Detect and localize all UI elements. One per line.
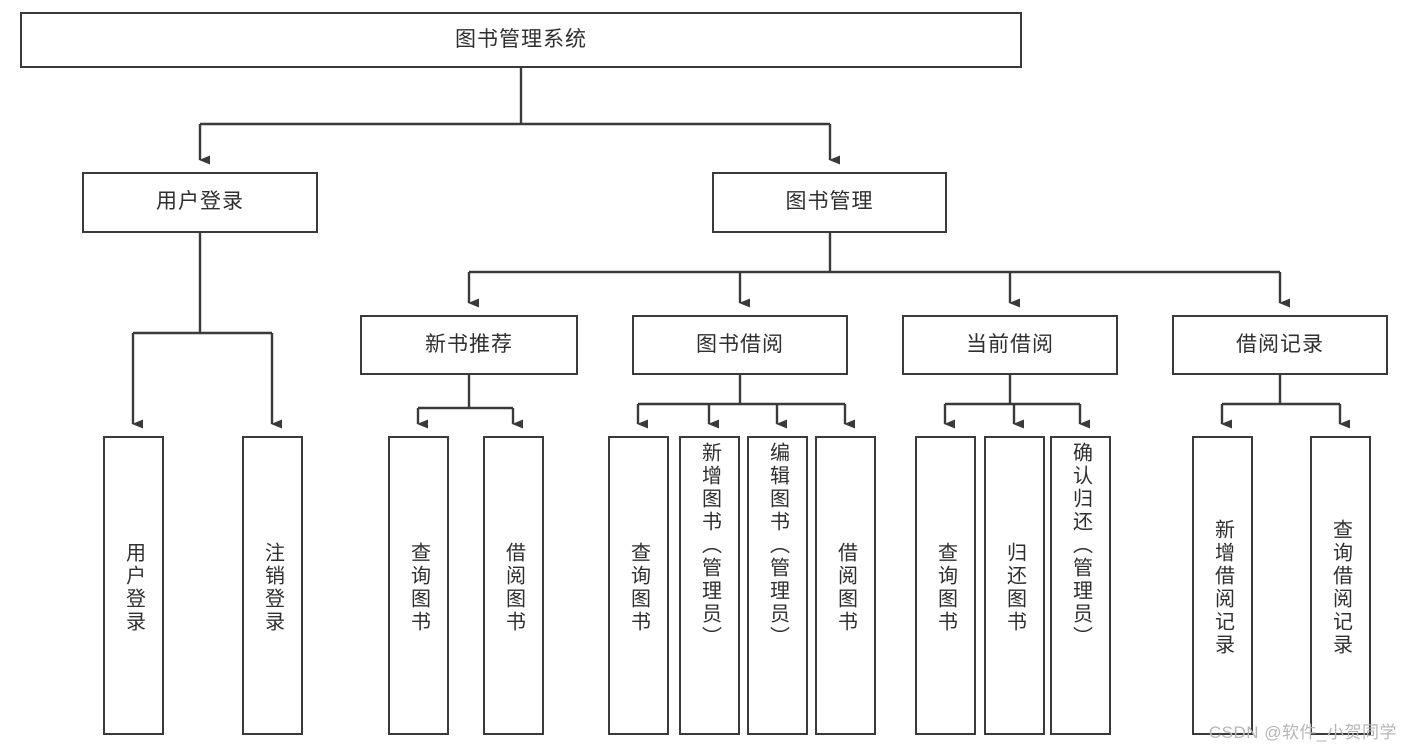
node-book-manage-label: 图书管理 <box>785 190 874 214</box>
node-leaf-user-login[interactable]: 用户登录 <box>103 436 164 735</box>
csdn-watermark: CSDN @软件_小贺同学 <box>1208 723 1397 742</box>
node-book-borrow-label: 图书借阅 <box>696 332 784 356</box>
node-leaf-cur-confirm-label: 确认归还（管理员） <box>1069 442 1092 649</box>
node-leaf-borrow-edit[interactable]: 编辑图书（管理员） <box>747 436 808 735</box>
node-leaf-rec-add[interactable]: 新增借阅记录 <box>1192 436 1253 735</box>
node-leaf-rec-borrow[interactable]: 借阅图书 <box>483 436 544 735</box>
node-current-borrow[interactable]: 当前借阅 <box>902 315 1118 375</box>
node-leaf-borrow-query[interactable]: 查询图书 <box>608 436 669 735</box>
node-root[interactable]: 图书管理系统 <box>20 12 1022 68</box>
node-user-login[interactable]: 用户登录 <box>82 172 318 233</box>
node-leaf-borrow-do-label: 借阅图书 <box>834 541 857 634</box>
node-book-manage[interactable]: 图书管理 <box>712 172 947 233</box>
node-book-borrow[interactable]: 图书借阅 <box>632 315 848 375</box>
node-leaf-cur-query-label: 查询图书 <box>934 541 957 634</box>
node-leaf-borrow-query-label: 查询图书 <box>627 541 650 634</box>
node-new-book-rec-label: 新书推荐 <box>425 332 513 356</box>
node-leaf-rec-borrow-label: 借阅图书 <box>502 541 525 634</box>
node-user-login-label: 用户登录 <box>156 190 244 214</box>
node-leaf-borrow-add[interactable]: 新增图书（管理员） <box>679 436 740 735</box>
node-leaf-rec-query-label: 查询图书 <box>407 541 430 634</box>
node-new-book-rec[interactable]: 新书推荐 <box>360 315 578 375</box>
node-leaf-user-login-label: 用户登录 <box>122 541 145 634</box>
node-borrow-record[interactable]: 借阅记录 <box>1172 315 1388 375</box>
node-leaf-rec-add-label: 新增借阅记录 <box>1211 518 1234 657</box>
node-leaf-rec-query2[interactable]: 查询借阅记录 <box>1310 436 1371 735</box>
node-leaf-cur-return[interactable]: 归还图书 <box>984 436 1045 735</box>
node-leaf-rec-query[interactable]: 查询图书 <box>388 436 449 735</box>
node-root-label: 图书管理系统 <box>455 27 587 51</box>
node-borrow-record-label: 借阅记录 <box>1236 332 1324 356</box>
node-leaf-user-logout[interactable]: 注销登录 <box>242 436 303 735</box>
node-leaf-borrow-do[interactable]: 借阅图书 <box>815 436 876 735</box>
node-leaf-rec-query2-label: 查询借阅记录 <box>1329 518 1352 657</box>
node-leaf-cur-confirm[interactable]: 确认归还（管理员） <box>1050 436 1111 735</box>
node-leaf-user-logout-label: 注销登录 <box>261 541 284 634</box>
node-current-borrow-label: 当前借阅 <box>966 332 1054 356</box>
node-leaf-cur-return-label: 归还图书 <box>1003 541 1026 634</box>
node-leaf-borrow-edit-label: 编辑图书（管理员） <box>766 442 789 649</box>
node-leaf-borrow-add-label: 新增图书（管理员） <box>698 442 721 649</box>
node-leaf-cur-query[interactable]: 查询图书 <box>915 436 976 735</box>
